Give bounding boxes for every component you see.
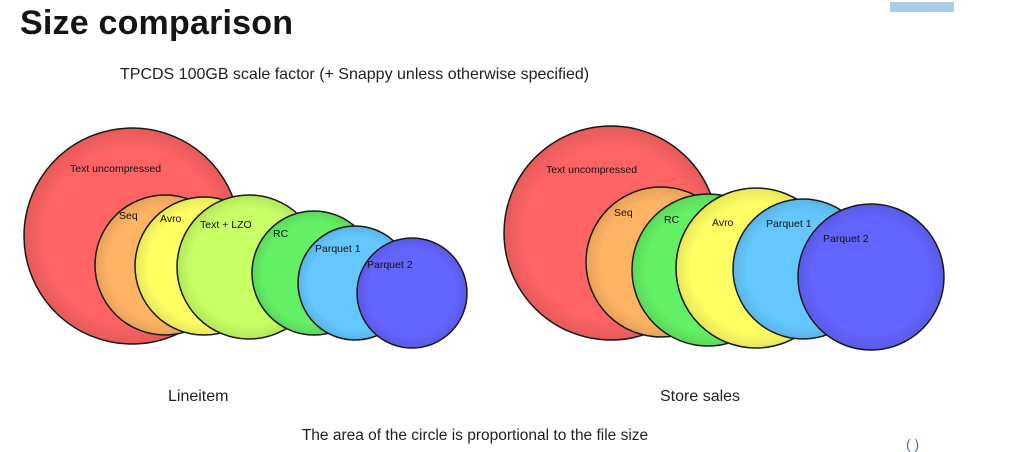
circle-label: Parquet 1: [315, 243, 361, 255]
panel-label-store-sales: Store sales: [660, 388, 740, 405]
circle-label: Avro: [160, 213, 182, 225]
slide-subtitle: TPCDS 100GB scale factor (+ Snappy unles…: [120, 66, 590, 83]
circle-parquet-2: Parquet 2: [356, 237, 468, 349]
slide-caption: The area of the circle is proportional t…: [301, 427, 649, 444]
panel-label-lineitem: Lineitem: [168, 388, 228, 405]
circle-label: Seq: [119, 210, 138, 222]
circle-label: RC: [273, 228, 289, 240]
circle-label: Parquet 2: [367, 259, 413, 271]
circle-label: RC: [664, 214, 680, 226]
circle-label: Avro: [712, 217, 734, 229]
circle-label: Text uncompressed: [546, 164, 637, 176]
circle-label: Text + LZO: [200, 219, 252, 231]
circle-label: Parquet 2: [823, 233, 869, 245]
circle-label: Seq: [614, 207, 633, 219]
circle-parquet-2: Parquet 2: [797, 203, 945, 351]
panel-lineitem: Text uncompressed Seq Avro Text + LZO RC…: [23, 127, 468, 405]
corner-tab: [890, 2, 954, 12]
slide-title: Size comparison: [20, 4, 294, 42]
circle-label: Text uncompressed: [70, 163, 161, 175]
corner-mark: ( ): [906, 436, 920, 452]
panel-store-sales: Text uncompressed Seq RC Avro Parquet 1 …: [503, 125, 945, 405]
circle-label: Parquet 1: [766, 218, 812, 230]
